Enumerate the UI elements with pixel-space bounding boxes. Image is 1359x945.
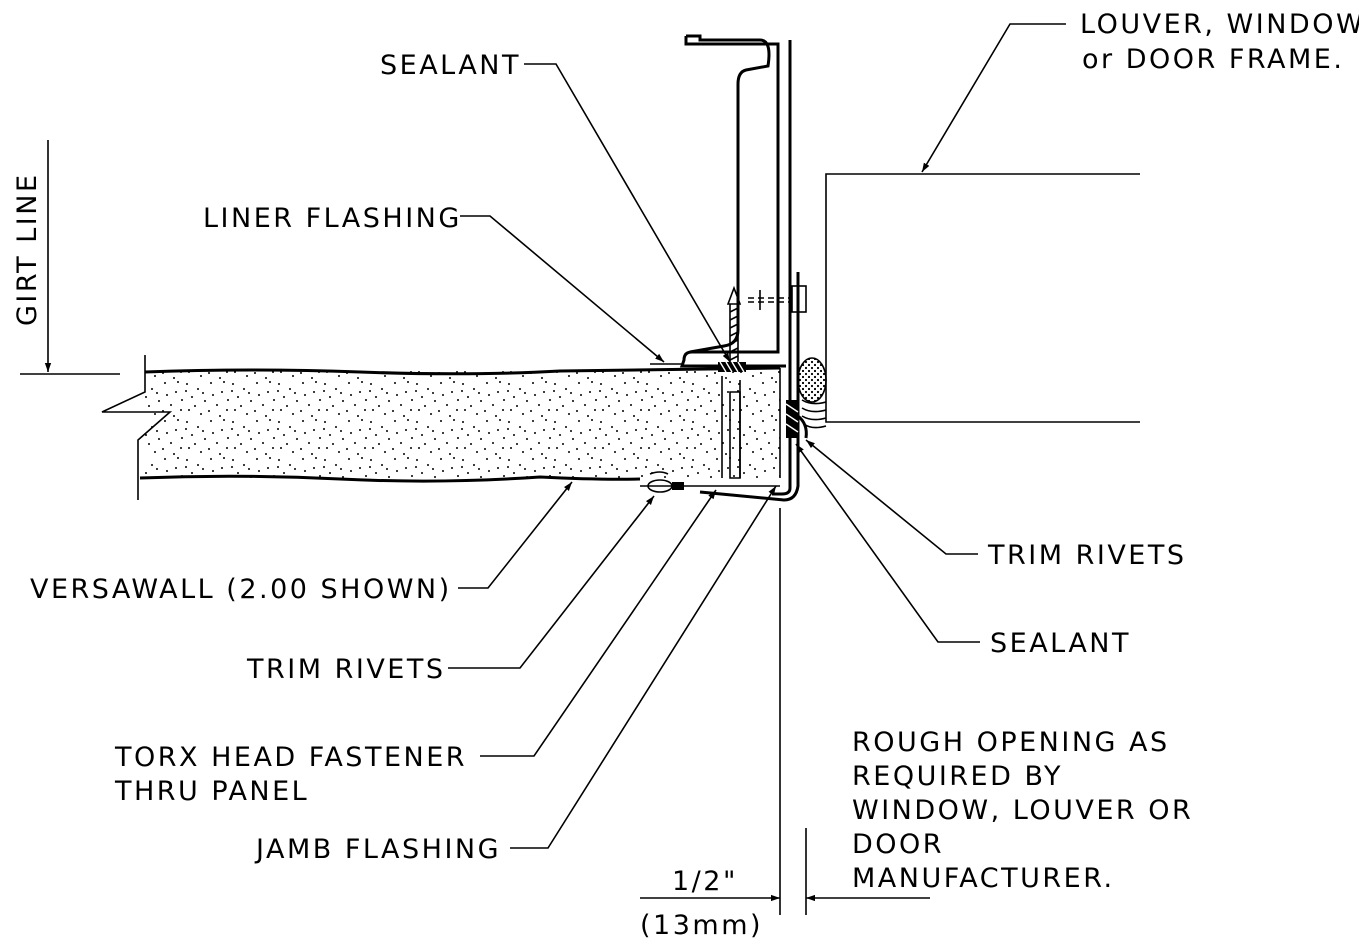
label-rough-line1: ROUGH OPENING AS <box>852 727 1170 758</box>
jamb-flashing <box>640 272 800 502</box>
versawall-panel <box>101 355 781 500</box>
label-sealant-top: SEALANT <box>380 50 521 81</box>
label-rough-line2: REQUIRED BY <box>852 761 1063 792</box>
liner-flashing <box>650 34 792 370</box>
bolt <box>748 285 807 313</box>
label-trim-rivets-right: TRIM RIVETS <box>987 540 1186 571</box>
label-jamb-flashing: JAMB FLASHING <box>254 834 501 865</box>
dimension-half-inch <box>640 508 930 915</box>
leader-lines <box>448 23 1066 849</box>
backer-rod <box>797 357 827 429</box>
screw-fastener <box>726 285 742 479</box>
label-sealant-right: SEALANT <box>990 628 1131 659</box>
label-liner-flashing: LINER FLASHING <box>203 203 462 234</box>
label-trim-rivets-left: TRIM RIVETS <box>246 654 445 685</box>
label-torx-line2: THRU PANEL <box>114 776 309 807</box>
label-torx-line1: TORX HEAD FASTENER <box>114 742 467 773</box>
label-girt-line: GIRT LINE <box>12 172 43 326</box>
label-louver-line2: or DOOR FRAME. <box>1082 44 1344 75</box>
girt-line <box>20 140 120 375</box>
sealant-top <box>718 361 746 373</box>
label-versawall: VERSAWALL (2.00 SHOWN) <box>30 574 452 605</box>
door-frame <box>825 173 1140 423</box>
label-rough-line5: MANUFACTURER. <box>852 863 1115 894</box>
label-dimension-inch: 1/2" <box>672 866 738 897</box>
sealant-right <box>785 400 799 438</box>
label-louver-line1: LOUVER, WINDOW <box>1080 9 1359 40</box>
trim-rivet-bottom <box>647 471 684 493</box>
label-rough-line4: DOOR <box>852 829 944 860</box>
label-dimension-mm: (13mm) <box>640 910 763 941</box>
label-rough-line3: WINDOW, LOUVER OR <box>852 795 1193 826</box>
